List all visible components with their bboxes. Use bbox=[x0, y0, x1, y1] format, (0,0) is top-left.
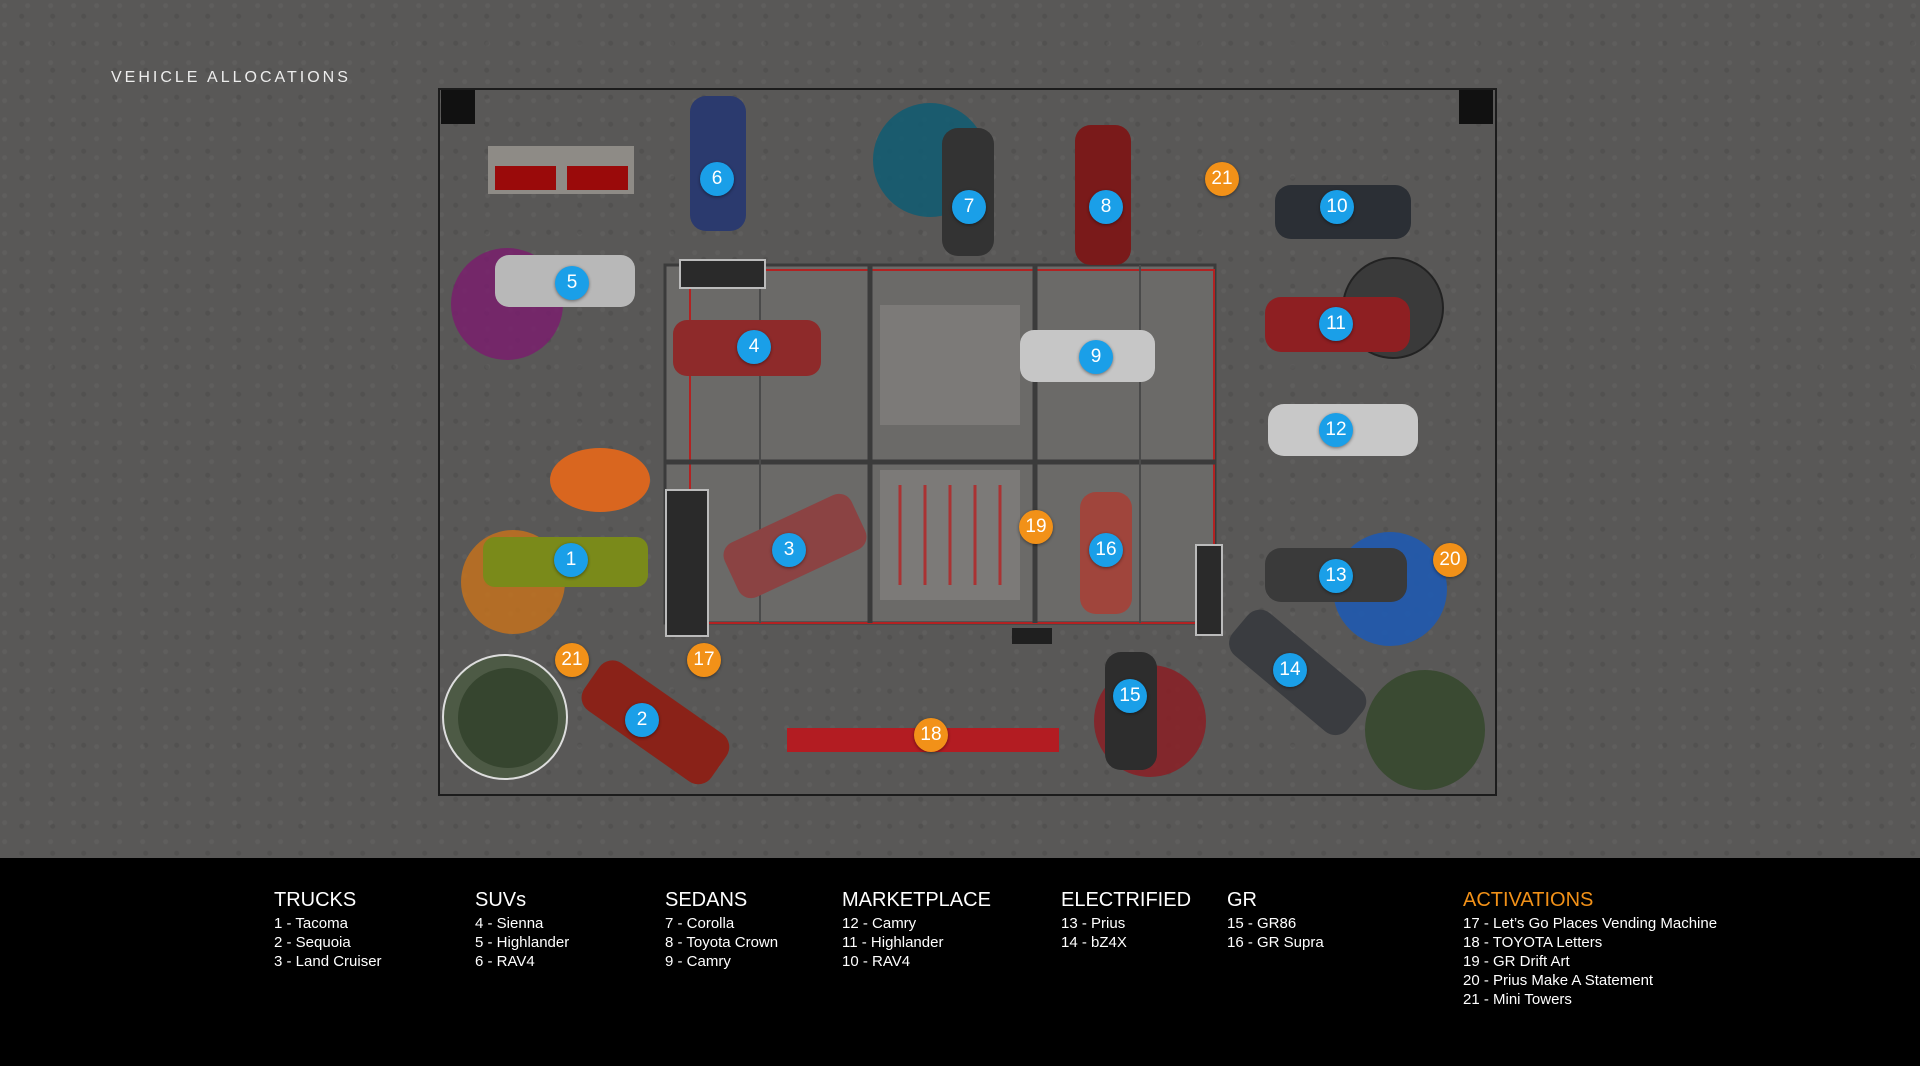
legend-item: 16 - GR Supra bbox=[1227, 934, 1324, 951]
legend-item: 13 - Prius bbox=[1061, 915, 1126, 932]
beanbag-seating bbox=[550, 448, 650, 512]
legend-item: 18 - TOYOTA Letters bbox=[1463, 934, 1603, 951]
legend-item: 19 - GR Drift Art bbox=[1463, 953, 1570, 970]
legend-activations: ACTIVATIONS 17 - Let’s Go Places Vending… bbox=[1463, 888, 1717, 1009]
legend-heading: ACTIVATIONS bbox=[1463, 889, 1594, 911]
vehicle-marker-14[interactable]: 14 bbox=[1273, 653, 1307, 687]
legend-item: 11 - Highlander bbox=[842, 934, 944, 951]
tree bbox=[1365, 670, 1485, 790]
legend-item: 10 - RAV4 bbox=[842, 953, 911, 970]
vehicle-marker-2[interactable]: 2 bbox=[625, 703, 659, 737]
wall-panel bbox=[665, 489, 709, 637]
legend-item: 9 - Camry bbox=[665, 953, 731, 970]
legend-item: 5 - Highlander bbox=[475, 934, 570, 951]
vehicle-marker-10[interactable]: 10 bbox=[1320, 190, 1354, 224]
legend-item: 7 - Corolla bbox=[665, 915, 735, 932]
legend-item: 3 - Land Cruiser bbox=[274, 953, 382, 970]
site-plan-drawing bbox=[438, 88, 1497, 796]
display-panel bbox=[495, 166, 556, 190]
tree bbox=[458, 668, 558, 768]
legend-item: 17 - Let’s Go Places Vending Machine bbox=[1463, 915, 1718, 932]
legend-gr: GR 15 - GR86 16 - GR Supra bbox=[1227, 888, 1324, 952]
corner-post bbox=[441, 90, 475, 124]
legend-item: 14 - bZ4X bbox=[1061, 934, 1127, 951]
vehicle-marker-4[interactable]: 4 bbox=[737, 330, 771, 364]
corner-post bbox=[1459, 90, 1493, 124]
vehicle-marker-3[interactable]: 3 bbox=[772, 533, 806, 567]
activation-marker-17[interactable]: 17 bbox=[687, 643, 721, 677]
display-tables bbox=[880, 305, 1020, 425]
stage-red-outline bbox=[689, 269, 1215, 624]
legend-item: 15 - GR86 bbox=[1227, 915, 1297, 932]
activation-marker-21[interactable]: 21 bbox=[1205, 162, 1239, 196]
vehicle-marker-8[interactable]: 8 bbox=[1089, 190, 1123, 224]
legend-item: 12 - Camry bbox=[842, 915, 917, 932]
vehicle-marker-1[interactable]: 1 bbox=[554, 543, 588, 577]
site-plan-map: VEHICLE ALLOCATIONS 1 2 3 4 5 6 7 8 9 10… bbox=[0, 0, 1920, 858]
vehicle-marker-11[interactable]: 11 bbox=[1319, 307, 1353, 341]
legend-item: 6 - RAV4 bbox=[475, 953, 535, 970]
vehicle-marker-7[interactable]: 7 bbox=[952, 190, 986, 224]
wall-panel bbox=[679, 259, 766, 289]
wall-panel bbox=[1195, 544, 1223, 636]
legend-item: 1 - Tacoma bbox=[274, 915, 348, 932]
vehicle-marker-16[interactable]: 16 bbox=[1089, 533, 1123, 567]
legend-heading: SEDANS bbox=[665, 889, 748, 911]
map-title: VEHICLE ALLOCATIONS bbox=[111, 69, 351, 86]
activation-marker-19[interactable]: 19 bbox=[1019, 510, 1053, 544]
speaker-unit bbox=[1012, 628, 1052, 644]
display-panel bbox=[567, 166, 628, 190]
legend-item: 20 - Prius Make A Statement bbox=[1463, 972, 1654, 989]
legend-marketplace: MARKETPLACE 12 - Camry 11 - Highlander 1… bbox=[842, 888, 991, 971]
activation-marker-21[interactable]: 21 bbox=[555, 643, 589, 677]
activation-marker-18[interactable]: 18 bbox=[914, 718, 948, 752]
activation-marker-20[interactable]: 20 bbox=[1433, 543, 1467, 577]
legend-sedans: SEDANS 7 - Corolla 8 - Toyota Crown 9 - … bbox=[665, 888, 778, 971]
legend-item: 2 - Sequoia bbox=[274, 934, 351, 951]
vehicle-marker-6[interactable]: 6 bbox=[700, 162, 734, 196]
display-table-stripes bbox=[898, 485, 1002, 585]
vehicle-marker-5[interactable]: 5 bbox=[555, 266, 589, 300]
legend-electrified: ELECTRIFIED 13 - Prius 14 - bZ4X bbox=[1061, 888, 1191, 952]
vehicle-marker-13[interactable]: 13 bbox=[1319, 559, 1353, 593]
vehicle-marker-15[interactable]: 15 bbox=[1113, 679, 1147, 713]
booth-boundary bbox=[438, 88, 1497, 796]
legend-trucks: TRUCKS 1 - Tacoma 2 - Sequoia 3 - Land C… bbox=[274, 888, 382, 971]
legend-heading: MARKETPLACE bbox=[842, 889, 991, 911]
legend-item: 21 - Mini Towers bbox=[1463, 991, 1572, 1008]
legend-heading: GR bbox=[1227, 889, 1257, 911]
legend-heading: ELECTRIFIED bbox=[1061, 889, 1192, 911]
legend-item: 8 - Toyota Crown bbox=[665, 934, 779, 951]
legend-heading: SUVs bbox=[475, 889, 527, 911]
legend-panel: TRUCKS 1 - Tacoma 2 - Sequoia 3 - Land C… bbox=[0, 858, 1920, 1066]
vehicle-marker-12[interactable]: 12 bbox=[1319, 413, 1353, 447]
legend-item: 4 - Sienna bbox=[475, 915, 544, 932]
legend-suvs: SUVs 4 - Sienna 5 - Highlander 6 - RAV4 bbox=[475, 888, 569, 971]
legend-heading: TRUCKS bbox=[274, 889, 357, 911]
vehicle-marker-9[interactable]: 9 bbox=[1079, 340, 1113, 374]
